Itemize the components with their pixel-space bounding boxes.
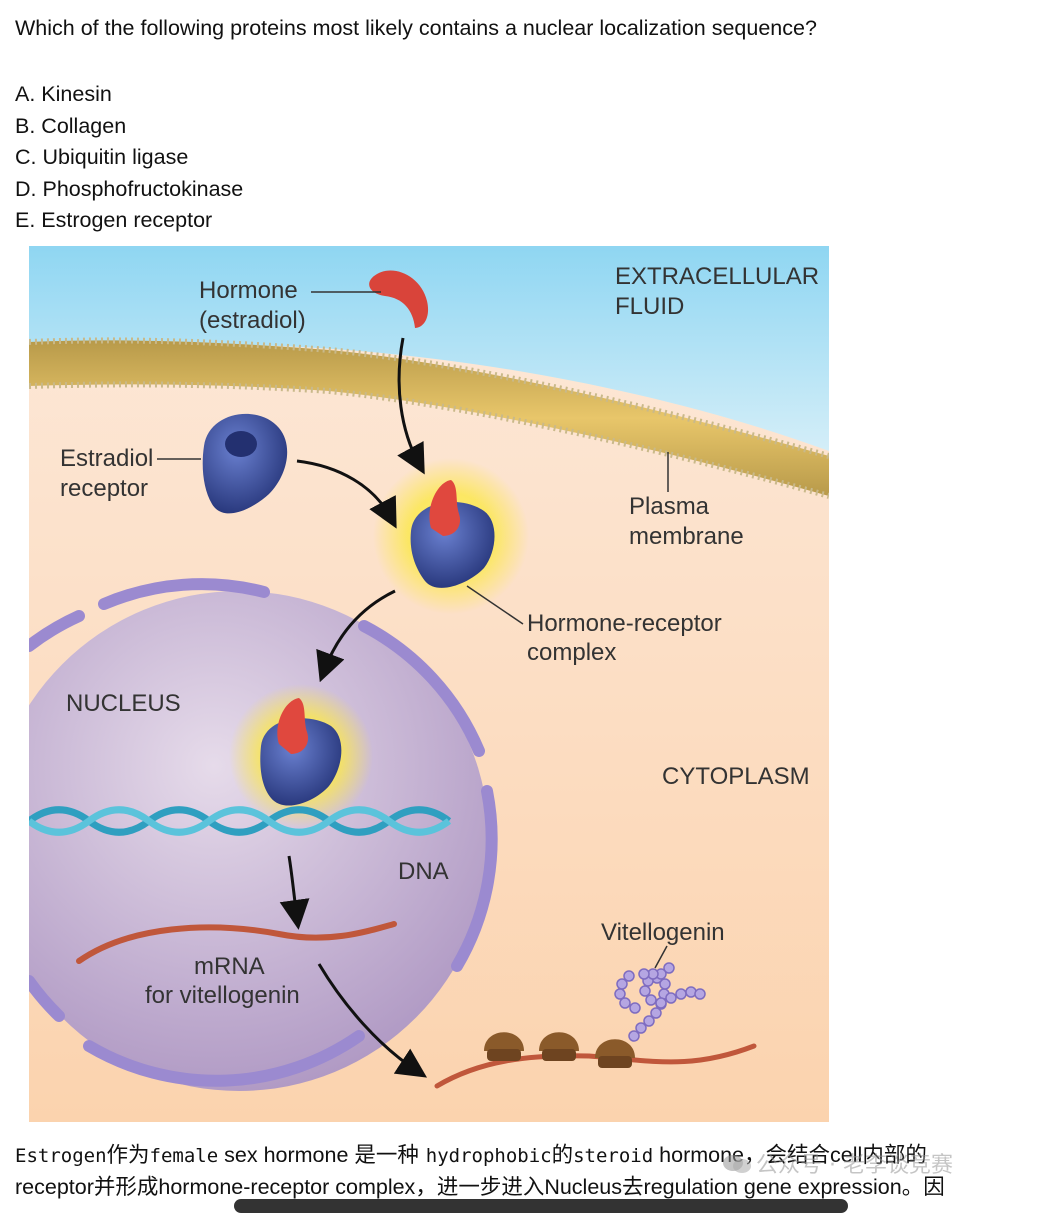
question-text: Which of the following proteins most lik…: [15, 16, 817, 40]
extracellular-label-sub: FLUID: [615, 293, 684, 320]
watermark: 公众号 · 老李谈竞赛: [722, 1147, 953, 1179]
option-e[interactable]: E. Estrogen receptor: [15, 208, 213, 232]
explanation-line-2: receptor并形成hormone-receptor complex，进一步进…: [15, 1175, 945, 1200]
dna-bound-complex-icon: [229, 684, 373, 828]
vitellogenin-chain-icon: [614, 962, 706, 1042]
wechat-icon: [723, 1155, 751, 1173]
cytoplasm-label: CYTOPLASM: [662, 763, 810, 790]
option-b[interactable]: B. Collagen: [15, 113, 127, 138]
dna-helix: [29, 806, 452, 836]
watermark-text: 公众号 · 老李谈竞赛: [756, 1153, 953, 1178]
estradiol-receptor-icon: [202, 413, 288, 514]
arrow-hormone-entry: [397, 337, 425, 475]
extracellular-region: [29, 246, 829, 451]
nucleus: [29, 578, 498, 1091]
estradiol-receptor-label-sub: receptor: [60, 475, 148, 502]
dna-label: DNA: [398, 858, 449, 885]
estrogen-signaling-diagram: Hormone (estradiol) EXTRACELLULAR FLUID …: [29, 246, 829, 1122]
explanation-line-1: Estrogen作为female sex hormone 是一种 hydroph…: [15, 1143, 927, 1168]
plasma-membrane-label: Plasma: [629, 493, 710, 520]
hormone-receptor-complex-leader: [466, 585, 524, 625]
hormone-receptor-complex-label-sub: complex: [527, 639, 616, 666]
option-a[interactable]: A. Kinesin: [15, 82, 112, 106]
option-d[interactable]: D. Phosphofructokinase: [15, 176, 244, 201]
vitellogenin-leader: [654, 945, 668, 969]
hormone-icon: [369, 270, 429, 328]
arrow-export-translation: [317, 963, 428, 1078]
bottom-toolbar[interactable]: [234, 1199, 848, 1213]
nucleus-label: NUCLEUS: [66, 690, 181, 717]
mrna-strand: [76, 921, 397, 964]
arrow-nuclear-import: [316, 589, 396, 683]
cytoplasm-mrna-strand: [434, 1043, 757, 1089]
explanation-text: Estrogen作为female sex hormone 是一种 hydroph…: [15, 1140, 1055, 1203]
option-c[interactable]: C. Ubiquitin ligase: [15, 145, 189, 169]
ribosome-icon: [484, 1032, 635, 1068]
hormone-receptor-complex-label: Hormone-receptor: [527, 610, 722, 637]
mrna-label-sub: for vitellogenin: [145, 982, 300, 1009]
hormone-label-sub: (estradiol): [199, 307, 306, 334]
plasma-membrane: [29, 337, 829, 499]
vitellogenin-label: Vitellogenin: [601, 919, 725, 946]
arrow-receptor-binding: [296, 459, 397, 529]
estradiol-receptor-label: Estradiol: [60, 445, 153, 472]
plasma-membrane-label-sub: membrane: [629, 523, 744, 550]
arrow-transcription: [279, 855, 310, 930]
hormone-receptor-complex-icon: [373, 458, 529, 614]
mrna-label: mRNA: [194, 953, 265, 980]
hormone-label: Hormone: [199, 277, 298, 304]
answer-options: A. Kinesin B. Collagen C. Ubiquitin liga…: [15, 79, 243, 237]
extracellular-label: EXTRACELLULAR: [615, 263, 819, 290]
